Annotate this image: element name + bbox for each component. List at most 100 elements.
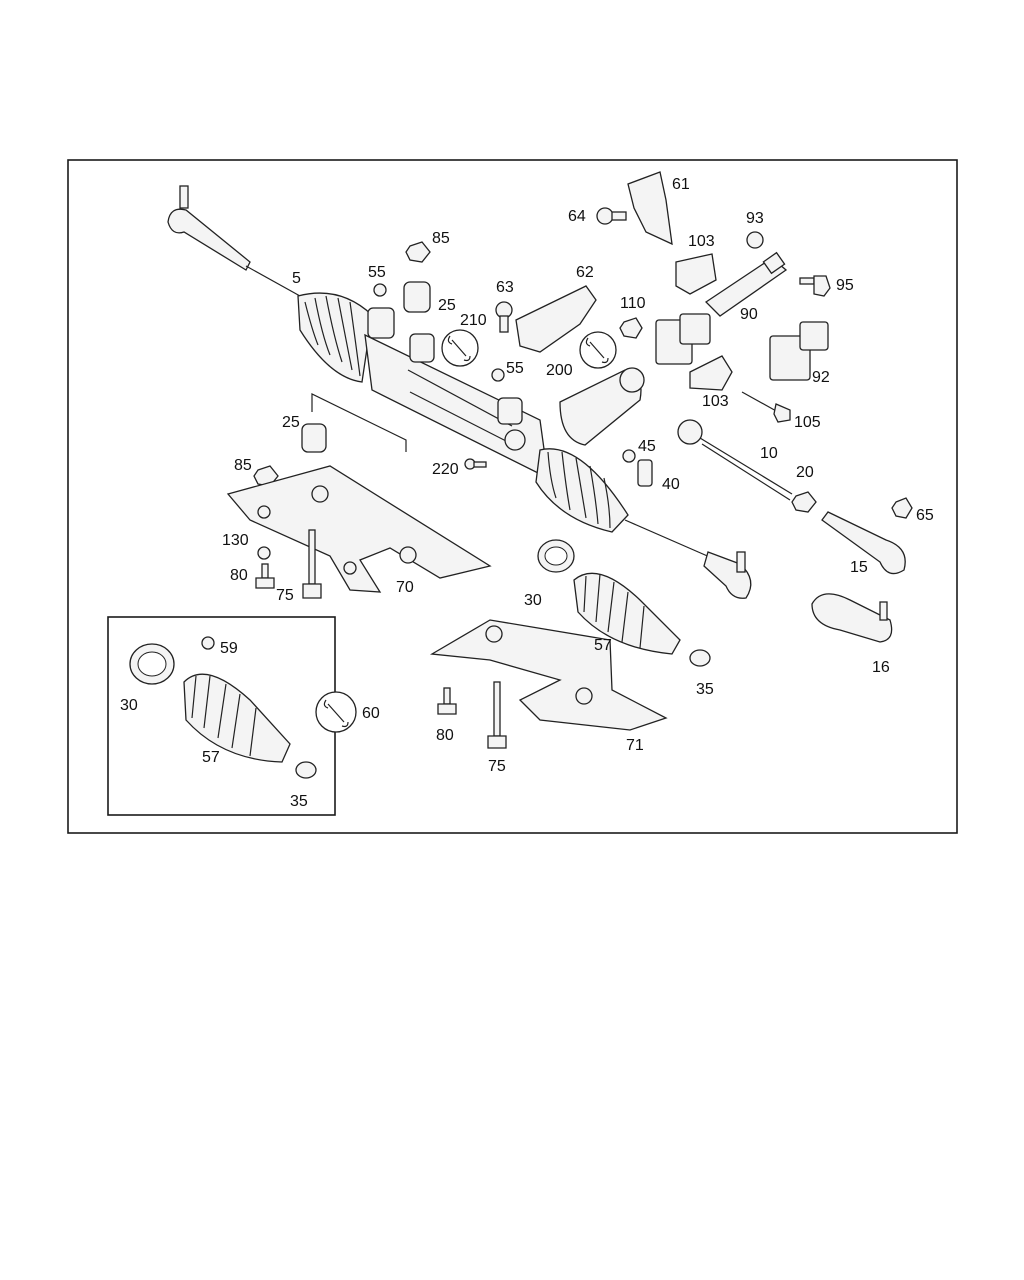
callout-35-inset: 35	[290, 793, 308, 810]
seal-55-mid	[491, 368, 505, 382]
bolt-80-left	[255, 563, 275, 589]
nut-65	[891, 497, 913, 519]
tie-rod-end-15	[821, 511, 906, 575]
callout-110: 110	[620, 295, 646, 312]
callout-80-mid: 80	[436, 727, 454, 744]
tie-rod-end-right	[703, 551, 752, 599]
callout-63: 63	[496, 279, 514, 296]
callout-20: 20	[796, 464, 814, 481]
callout-95: 95	[836, 277, 854, 294]
washer-93	[746, 231, 764, 249]
bolt-75-mid	[487, 681, 507, 749]
tie-rod-left	[245, 265, 301, 297]
callout-16: 16	[872, 659, 890, 676]
wrench-icon	[315, 691, 357, 733]
bolt-105	[741, 391, 791, 423]
arm-16-stud	[879, 601, 888, 621]
steering-shaft-90	[704, 251, 788, 317]
callout-55-top: 55	[368, 264, 386, 281]
callout-92: 92	[812, 369, 830, 386]
callout-200: 200	[546, 362, 573, 379]
seal-59	[201, 636, 215, 650]
callout-30-mid: 30	[524, 592, 542, 609]
callout-25-left: 25	[282, 414, 300, 431]
nut-20	[791, 491, 817, 513]
universal-joint-92	[769, 321, 829, 381]
boot-57-inset	[183, 673, 291, 763]
housing-port	[504, 429, 526, 451]
callout-61: 61	[672, 176, 690, 193]
wrench-icon	[579, 331, 617, 369]
callout-75-left: 75	[276, 587, 294, 604]
seal-55-top	[373, 283, 387, 297]
steering-rack	[167, 185, 752, 599]
bolt-220	[464, 458, 487, 470]
callout-59: 59	[220, 640, 238, 657]
callout-220: 220	[432, 461, 459, 478]
bracket-103-lower	[689, 355, 733, 391]
bolt-75-left	[302, 529, 322, 599]
bolt-63	[495, 301, 513, 333]
housing-mount-1	[367, 307, 395, 339]
callout-90: 90	[740, 306, 758, 323]
bushing-25-left	[301, 393, 407, 453]
callout-45: 45	[638, 438, 656, 455]
crossmember-71	[429, 619, 668, 731]
boot-right-ribs	[547, 451, 611, 529]
wrench-icon	[441, 329, 479, 367]
clamp-35-mid	[689, 649, 711, 667]
callout-71: 71	[626, 737, 644, 754]
callout-15: 15	[850, 559, 868, 576]
callout-85-top: 85	[432, 230, 450, 247]
callout-64: 64	[568, 208, 586, 225]
callout-25-top: 25	[438, 297, 456, 314]
callout-55-mid: 55	[506, 360, 524, 377]
nut-85-top	[405, 241, 431, 263]
callout-93: 93	[746, 210, 764, 227]
heat-shield-61	[627, 171, 673, 246]
nut-110	[619, 317, 643, 339]
callout-210: 210	[460, 312, 487, 329]
callout-103-upper: 103	[688, 233, 715, 250]
clamp-30-inset	[129, 643, 175, 685]
callout-65: 65	[916, 507, 934, 524]
callout-57-inset: 57	[202, 749, 220, 766]
housing-mount-2	[409, 333, 435, 363]
clamp-35-inset	[295, 761, 317, 779]
bracket-70	[226, 465, 492, 593]
housing-mount-3	[497, 397, 523, 425]
callout-85-left: 85	[234, 457, 252, 474]
seal-45	[622, 449, 636, 463]
bushing-25-top	[403, 281, 431, 313]
callout-40: 40	[662, 476, 680, 493]
callout-130: 130	[222, 532, 249, 549]
boot-left-ribs	[304, 295, 361, 377]
callout-35-mid: 35	[696, 681, 714, 698]
tie-rod-right	[624, 519, 713, 559]
bolt-64	[596, 207, 627, 225]
callout-105: 105	[794, 414, 821, 431]
inner-tie-rod	[677, 419, 793, 501]
washer-130	[257, 546, 271, 560]
tie-rod-end-left	[167, 208, 251, 271]
bolt-80-mid	[437, 687, 457, 715]
universal-joint-upper	[655, 313, 711, 365]
callout-57-mid: 57	[594, 637, 612, 654]
boot-57-mid	[573, 572, 681, 655]
callout-62: 62	[576, 264, 594, 281]
callout-70: 70	[396, 579, 414, 596]
callout-80-left: 80	[230, 567, 248, 584]
callout-30-inset: 30	[120, 697, 138, 714]
bush-40	[637, 459, 653, 487]
callout-103-lower: 103	[702, 393, 729, 410]
shield-62	[515, 285, 597, 353]
diagram-frame	[67, 159, 958, 834]
bracket-103-upper	[675, 253, 717, 295]
callout-60: 60	[362, 705, 380, 722]
clamp-30-mid	[537, 539, 575, 573]
bolt-95	[799, 275, 831, 297]
callout-75-mid: 75	[488, 758, 506, 775]
tie-rod-end-left-stud	[179, 185, 189, 209]
callout-5: 5	[292, 270, 301, 287]
